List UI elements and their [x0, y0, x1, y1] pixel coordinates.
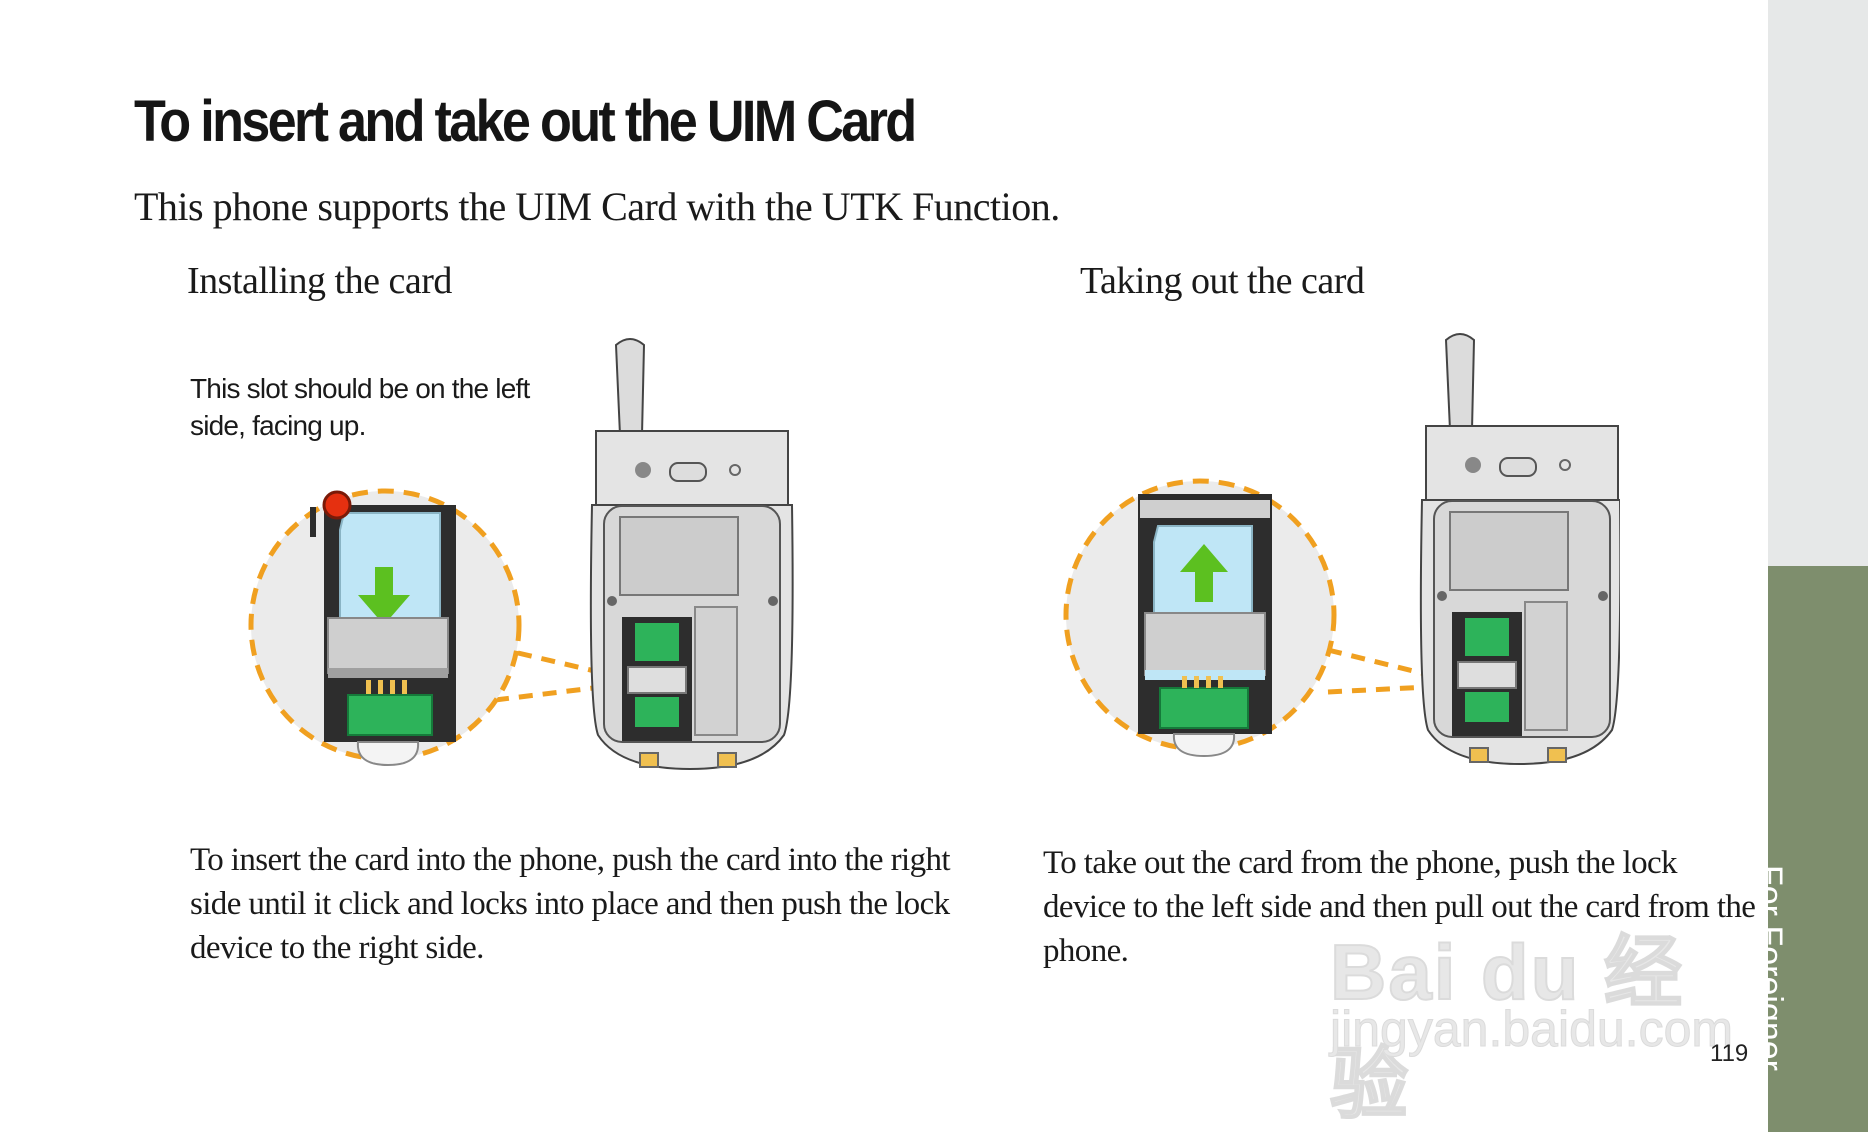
install-description: To insert the card into the phone, push … [190, 842, 951, 966]
remove-illustration [1063, 333, 1620, 766]
install-illustration [248, 338, 794, 771]
phone-back-illustration [589, 338, 794, 771]
remove-description: To take out the card from the phone, pus… [1043, 845, 1756, 969]
red-dot-icon [322, 490, 352, 520]
arrow-down-icon [358, 567, 410, 625]
slot-callout-text: This slot should be on the left side, fa… [190, 373, 530, 441]
intro-text: This phone supports the UIM Card with th… [134, 184, 1060, 229]
sidebar-top-panel [1768, 0, 1868, 566]
arrow-up-icon [1180, 544, 1228, 602]
page-number: 119 [1710, 1040, 1749, 1067]
watermark-url: jingyan.baidu.com [1329, 1001, 1734, 1058]
installing-heading: Installing the card [187, 260, 452, 302]
page-title: To insert and take out the UIM Card [134, 89, 917, 154]
phone-back-illustration [1419, 333, 1620, 766]
sidebar-section-tab [1768, 566, 1868, 1132]
removing-heading: Taking out the card [1080, 260, 1365, 302]
